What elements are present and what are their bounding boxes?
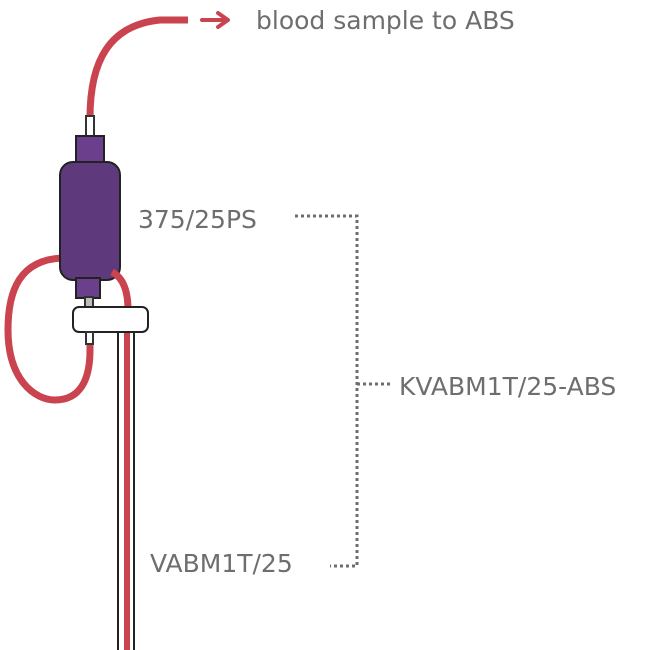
connector-cap-bottom [75,277,101,299]
return-tubing [110,268,132,311]
clamp [72,306,149,333]
label-kit: KVABM1T/25-ABS [399,372,616,401]
connector-cap-top [75,135,105,165]
top-stub [85,115,95,137]
label-blood-sample: blood sample to ABS [256,6,515,35]
outlet-arrow [200,11,230,29]
outlet-tubing [86,16,188,119]
label-bracket [295,214,392,568]
loop-tubing [4,254,94,404]
clamp-stub [85,331,94,345]
label-connector: 375/25PS [138,205,257,234]
label-catheter: VABM1T/25 [150,549,293,578]
catheter-blood [124,330,130,650]
connector-body [59,161,121,281]
